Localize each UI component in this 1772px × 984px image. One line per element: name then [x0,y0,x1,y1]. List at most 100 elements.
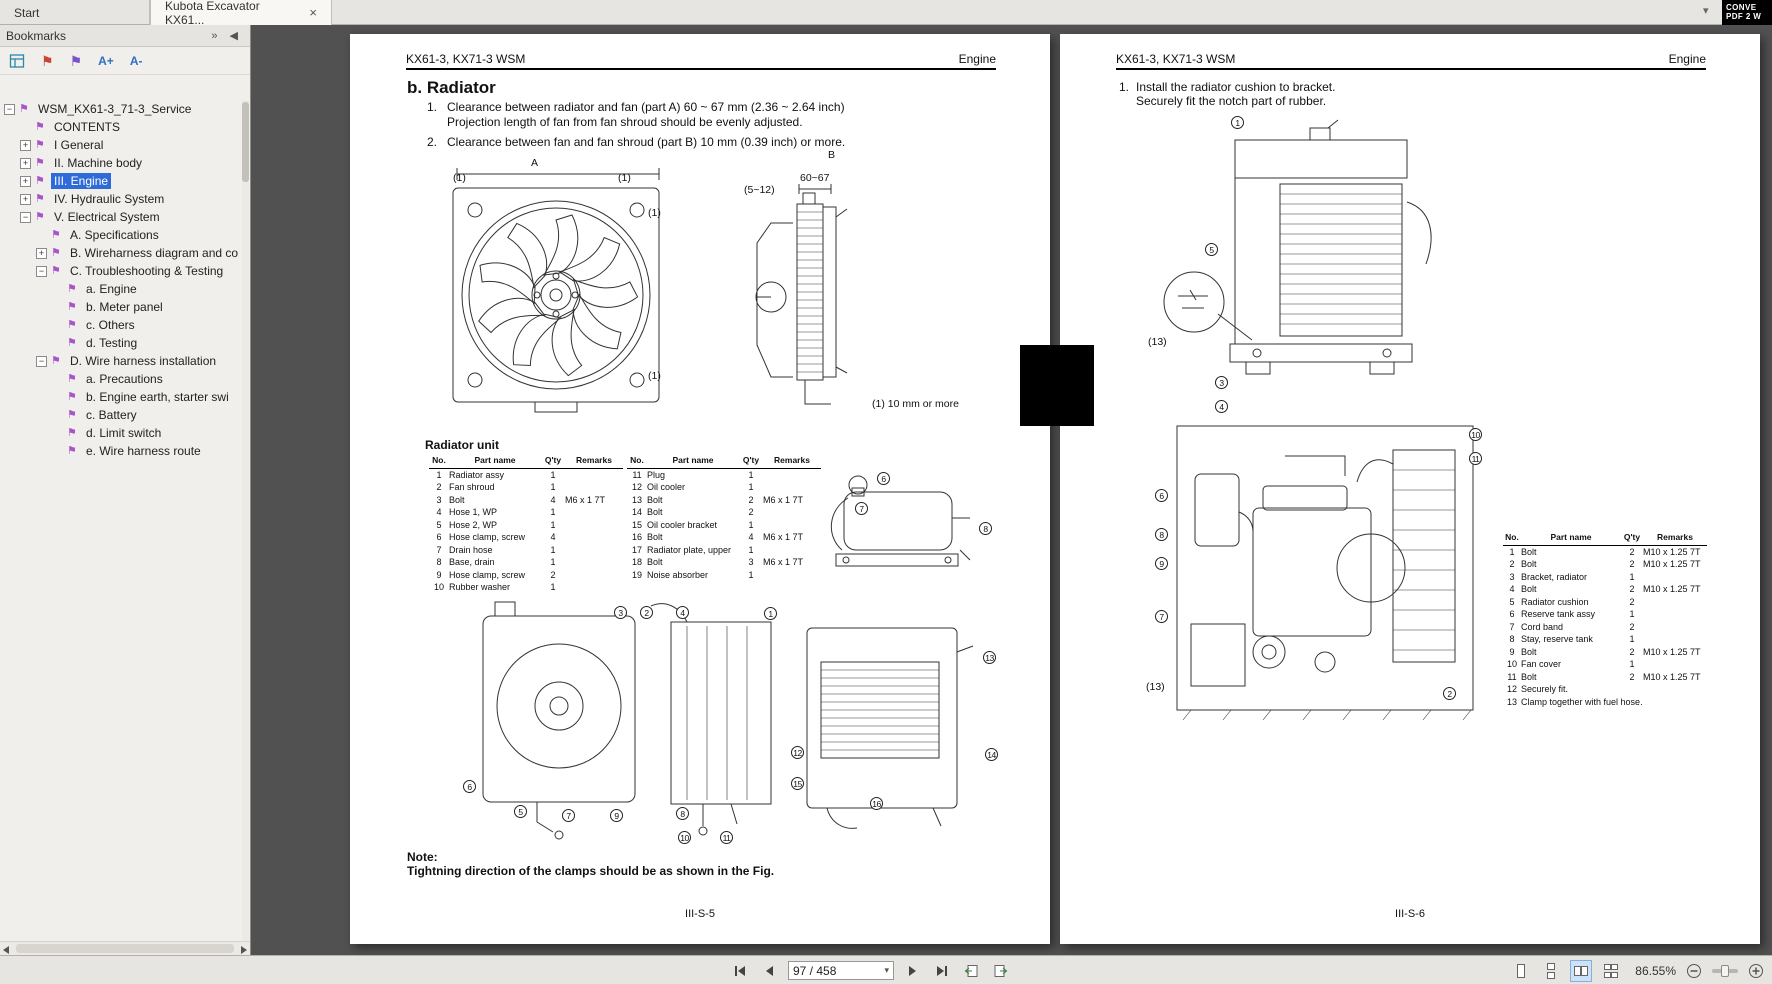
bookmark-label[interactable]: A. Specifications [70,228,159,242]
bookmark-label[interactable]: IV. Hydraulic System [54,192,165,206]
bookmark-label[interactable]: a. Engine [86,282,137,296]
facing-continuous-view-icon[interactable] [1600,960,1622,982]
bookmark-item[interactable]: + ⚑ III. Engine [0,172,241,190]
bookmark-flag-icon: ⚑ [67,372,77,385]
delete-bookmark-icon[interactable]: ⚑ [69,52,83,69]
scroll-right-icon[interactable] [241,946,247,954]
bookmark-item[interactable]: −⚑ V. Electrical System [0,208,241,226]
bookmark-item[interactable]: ⚑ a. Precautions [0,370,241,388]
zoom-slider-thumb[interactable] [1721,964,1729,977]
column-header: Remarks [763,454,821,469]
increase-text-size-icon[interactable]: A+ [98,53,114,68]
bookmark-item[interactable]: +⚑II. Machine body [0,154,241,172]
bookmark-label[interactable]: D. Wire harness installation [70,354,217,368]
minus-expander-icon[interactable]: − [20,211,31,223]
bookmark-item[interactable]: ⚑a. Engine [0,280,241,298]
bookmark-label[interactable]: a. Precautions [86,372,163,386]
bookmark-item[interactable]: ⚑e. Wire harness route [0,442,241,460]
zoom-out-icon[interactable] [1684,961,1704,981]
diagram-label: (5~12) [744,184,775,196]
plus-expander-icon[interactable]: + [20,175,31,187]
bookmark-label[interactable]: CONTENTS [54,120,120,134]
bookmark-item[interactable]: ⚑CONTENTS [0,118,241,136]
bookmark-label[interactable]: II. Machine body [54,156,143,170]
close-icon[interactable]: × [309,5,317,20]
plus-expander-icon[interactable]: + [20,157,31,169]
plus-expander-icon[interactable]: + [36,247,47,259]
table-cell: 1 [436,469,442,480]
bookmark-flag-icon: ⚑ [35,210,45,223]
bookmarks-vertical-scrollbar[interactable] [242,100,249,941]
next-page-button[interactable] [903,961,923,981]
bookmark-label[interactable]: I General [54,138,104,152]
decrease-text-size-icon[interactable]: A- [129,53,143,68]
bookmark-label[interactable]: c. Battery [86,408,137,422]
previous-view-icon[interactable] [961,961,981,981]
part-callout: 2 [1443,687,1456,700]
panel-options-icon[interactable] [9,53,25,69]
tab-document[interactable]: Kubota Excavator KX61... × [150,0,332,27]
table-cell [1643,608,1707,621]
view-controls: 86.55% [1510,956,1766,984]
part-callout: 10 [1469,428,1482,441]
bookmark-item[interactable]: +⚑I General [0,136,241,154]
expander-spacer [36,230,47,241]
scrollbar-thumb[interactable] [16,944,234,953]
bookmark-item[interactable]: ⚑b. Engine earth, starter swi [0,388,241,406]
scrollbar-thumb[interactable] [242,102,249,182]
table-cell: 1 [550,469,556,480]
convert-pdf-button[interactable]: CONVE PDF 2 W [1722,0,1772,25]
previous-page-button[interactable] [759,961,779,981]
bookmark-item[interactable]: ⚑d. Testing [0,334,241,352]
part-callout: 7 [562,809,575,822]
bookmark-item[interactable]: ⚑A. Specifications [0,226,241,244]
bookmark-label[interactable]: b. Meter panel [86,300,163,314]
next-view-icon[interactable] [990,961,1010,981]
bookmark-label[interactable]: III. Engine [51,173,112,189]
tab-start[interactable]: Start [0,0,150,25]
bookmark-item[interactable]: ⚑b. Meter panel [0,298,241,316]
single-page-view-icon[interactable] [1510,960,1532,982]
plus-expander-icon[interactable]: + [20,193,31,205]
bookmark-item[interactable]: −⚑WSM_KX61-3_71-3_Service [0,100,241,118]
table-cell: 10 [1506,659,1517,669]
zoom-slider[interactable] [1712,964,1738,977]
bookmark-item[interactable]: ⚑d. Limit switch [0,424,241,442]
bookmark-label[interactable]: d. Limit switch [86,426,162,440]
bookmark-label[interactable]: e. Wire harness route [86,444,201,458]
scroll-left-icon[interactable] [3,946,9,954]
fan-front-diagram [452,168,660,413]
continuous-view-icon[interactable] [1540,960,1562,982]
bookmark-item[interactable]: ⚑c. Battery [0,406,241,424]
minus-expander-icon[interactable]: − [36,355,47,367]
plus-expander-icon[interactable]: + [20,139,31,151]
bookmark-item[interactable]: −⚑C. Troubleshooting & Testing [0,262,241,280]
bookmark-label[interactable]: d. Testing [86,336,138,350]
bookmark-label[interactable]: WSM_KX61-3_71-3_Service [38,102,192,116]
bookmark-label[interactable]: c. Others [86,318,135,332]
minus-expander-icon[interactable]: − [4,103,15,115]
bookmark-item[interactable]: ⚑c. Others [0,316,241,334]
chevron-down-icon[interactable]: ▾ [884,965,889,975]
last-page-button[interactable] [932,961,952,981]
bookmark-label[interactable]: B. Wireharness diagram and co [70,246,239,260]
bookmark-label[interactable]: V. Electrical System [54,210,160,224]
table-cell: 8 [1509,634,1515,644]
expand-panel-icon[interactable]: » [211,29,218,42]
chevron-down-icon[interactable]: ▾ [1703,5,1709,17]
bookmark-item[interactable]: +⚑IV. Hydraulic System [0,190,241,208]
minus-expander-icon[interactable]: − [36,265,47,277]
collapse-panel-icon[interactable]: ◀ [229,30,238,42]
bookmark-flag-icon: ⚑ [35,174,45,187]
bookmarks-horizontal-scrollbar[interactable] [0,941,250,955]
bookmark-item[interactable]: +⚑B. Wireharness diagram and co [0,244,241,262]
zoom-in-icon[interactable] [1746,961,1766,981]
bookmark-label[interactable]: C. Troubleshooting & Testing [70,264,224,278]
bookmark-label[interactable]: b. Engine earth, starter swi [86,390,229,404]
add-bookmark-icon[interactable]: ⚑ [41,52,54,69]
page-number-field[interactable]: 97 / 458 ▾ [788,961,894,980]
facing-view-icon[interactable] [1570,959,1592,982]
first-page-button[interactable] [730,961,750,981]
bookmark-item[interactable]: −⚑D. Wire harness installation [0,352,241,370]
status-bar: 97 / 458 ▾ [0,955,1772,984]
